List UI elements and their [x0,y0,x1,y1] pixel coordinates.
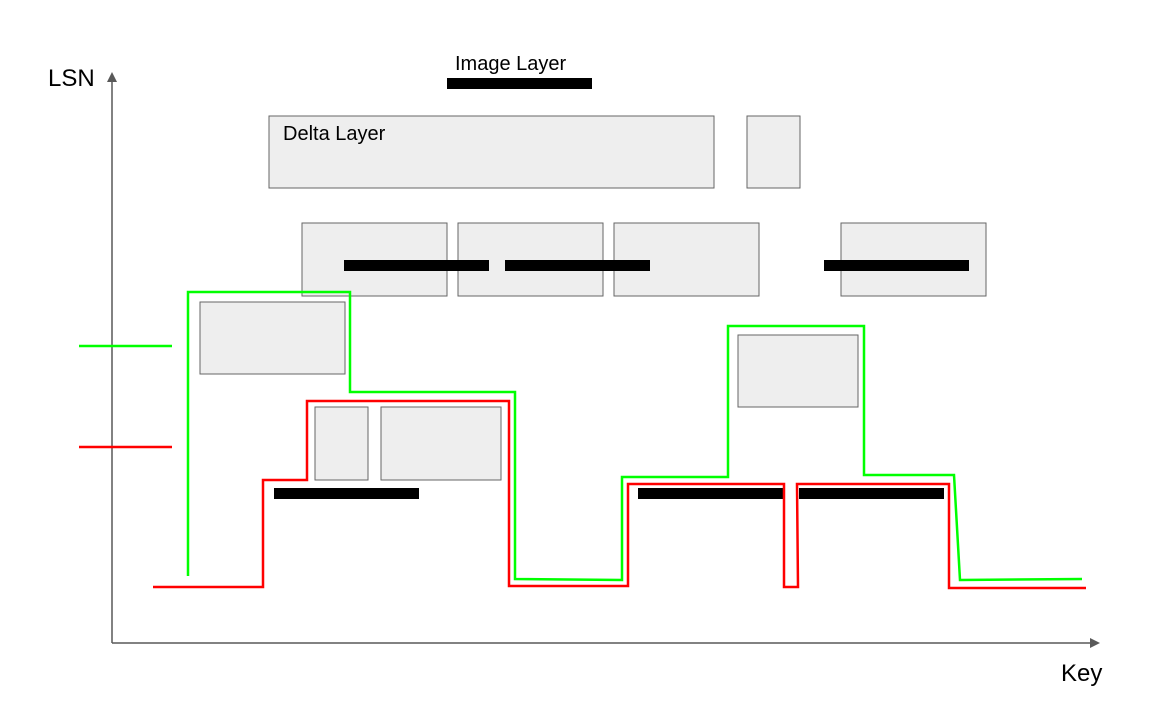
image-layer-bar [505,260,650,271]
image-layer-bar [799,488,944,499]
delta-layer [380,406,502,481]
delta-layer [301,222,448,297]
delta-layer [737,334,859,408]
delta-layer [199,301,346,375]
y-axis-label: LSN [48,65,95,92]
red-lsn-line [153,399,1086,590]
delta-layer [613,222,760,297]
image-layer-bar [344,260,489,271]
delta-layers [199,115,987,481]
delta-layer [840,222,987,297]
image-layer-bar [824,260,969,271]
image-layer-bar [274,488,419,499]
x-axis-label: Key [1061,660,1102,687]
green-lsn-line [186,290,1083,582]
delta-layer-label: Delta Layer [283,123,386,145]
delta-layer [457,222,604,297]
image-layer-bar [447,78,592,89]
image-layer-label: Image Layer [455,53,567,75]
delta-layer [314,406,369,481]
delta-layer-large [268,115,715,189]
delta-layer [746,115,801,189]
image-layers [274,260,969,499]
image-layer-bar [638,488,783,499]
